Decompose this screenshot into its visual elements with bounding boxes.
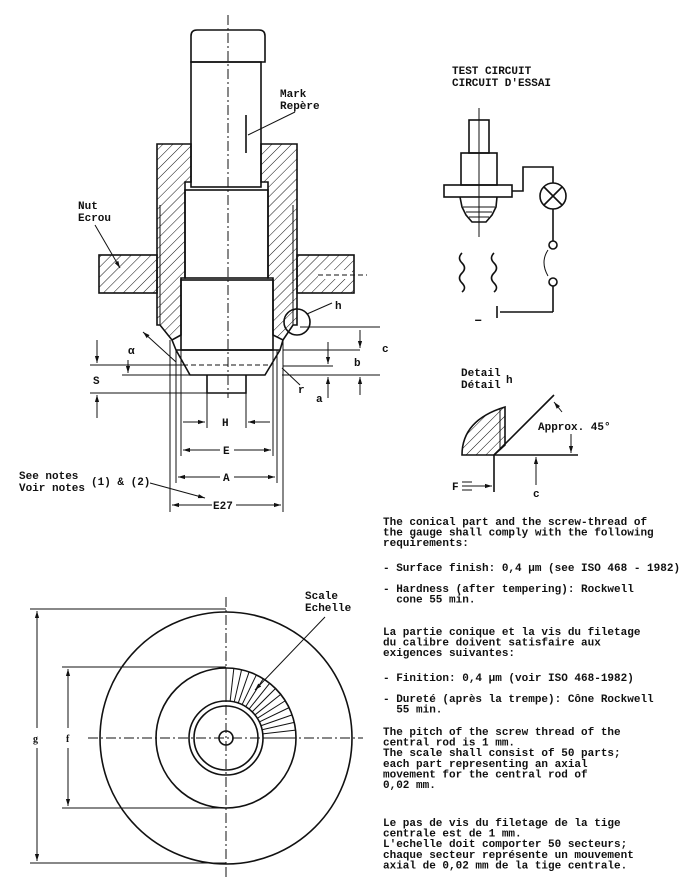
note-line: chaque secteur représente un mouvement (383, 850, 634, 862)
central-rod (190, 61, 262, 188)
note-line: 0,02 mm. (383, 780, 436, 792)
note-line: The pitch of the screw thread of the (383, 727, 621, 739)
note-line: 55 min. (383, 705, 442, 717)
note-line: central rod is 1 mm. (383, 738, 515, 750)
nut-left (98, 254, 158, 294)
lower-cylinder (180, 279, 274, 351)
scale-tick (260, 714, 293, 727)
notes: The conical part and the screw-thread of… (383, 517, 680, 872)
label-E27: E27 (213, 501, 233, 513)
detail-F: F (452, 482, 459, 494)
label-f: f (66, 734, 70, 745)
scale-tick (251, 688, 276, 713)
label-c: c (382, 344, 389, 356)
label-h: h (335, 301, 342, 313)
gauge-section-view: Mark Repère Nut Ecrou h α S b c r a H E … (19, 15, 389, 513)
note-line: L'echelle doit comporter 50 secteurs; (383, 839, 627, 851)
sleeve-left (156, 143, 192, 342)
note-line: Le pas de vis du filetage de la tige (383, 818, 621, 830)
detail-title-en: Detail (461, 368, 501, 380)
label-mark: Mark (280, 89, 307, 101)
label-scale: Scale (305, 591, 338, 603)
label-ecrou: Ecrou (78, 213, 111, 225)
detail-title-fr: Détail (461, 380, 501, 392)
label-E: E (223, 446, 230, 458)
wave-icon (458, 252, 466, 293)
note-line: cone 55 min. (383, 595, 475, 607)
scale-tick (229, 668, 235, 702)
note-line: movement for the central rod of (383, 769, 588, 781)
detail-h: Detail Détail h Approx. 45° F c (452, 368, 611, 501)
label-repere: Repère (280, 101, 320, 113)
scale-tick (233, 669, 243, 703)
scale-tick (262, 729, 296, 735)
detail-angle: Approx. 45° (538, 422, 611, 434)
detail-h-circle (283, 308, 311, 336)
test-circuit-title-fr: CIRCUIT D'ESSAI (452, 78, 551, 90)
label-A: A (223, 473, 230, 485)
scale-tick (254, 693, 282, 716)
note-line: - Dureté (après la trempe): Cône Rockwel… (383, 694, 654, 706)
scale-tick (261, 721, 295, 731)
label-echelle: Echelle (305, 603, 352, 615)
test-circuit: TEST CIRCUIT CIRCUIT D'ESSAI – (443, 66, 567, 329)
note-line: - Hardness (after tempering): Rockwell (383, 584, 634, 596)
switch-icon (543, 249, 549, 277)
note-line: the gauge shall comply with the followin… (383, 528, 654, 540)
wave-icon (490, 252, 498, 293)
label-see-notes: See notes (19, 471, 78, 483)
label-r: r (298, 385, 305, 397)
note-line: du calibre doivent satisfaire aux (383, 638, 601, 650)
note-line: The scale shall consist of 50 parts; (383, 748, 621, 760)
label-s: S (93, 376, 100, 388)
detail-ref: h (506, 375, 513, 387)
label-notes-ref: (1) & (2) (91, 477, 150, 489)
note-line: each part representing an axial (383, 759, 588, 771)
scale-tick (257, 700, 286, 719)
note-line: requirements: (383, 538, 469, 550)
scale-tick (241, 674, 257, 705)
label-voir-notes: Voir notes (19, 483, 85, 495)
label-g: g (33, 734, 38, 745)
note-line: exigences suivantes: (383, 648, 515, 660)
label-alpha: α (128, 346, 135, 358)
inner-cylinder (184, 189, 269, 279)
scale-tick (245, 678, 264, 707)
label-H: H (222, 418, 229, 430)
note-line: axial de 0,02 mm de la tige centrale. (383, 860, 627, 872)
sleeve-right (260, 143, 298, 342)
minus-terminal: – (474, 313, 482, 329)
knurled-head (190, 29, 266, 63)
note-line: The conical part and the screw-thread of (383, 517, 647, 529)
scale-tick (248, 682, 271, 710)
label-nut: Nut (78, 201, 98, 213)
scale-tick (237, 671, 250, 704)
switch-terminal (548, 240, 558, 250)
bottom-view: g f Scale Echelle (30, 591, 363, 877)
label-b: b (354, 358, 361, 370)
detail-c: c (533, 489, 540, 501)
note-line: - Finition: 0,4 µm (voir ISO 468-1982) (383, 673, 634, 685)
test-circuit-title-en: TEST CIRCUIT (452, 66, 532, 78)
note-line: La partie conique et la vis du filetage (383, 627, 641, 639)
pin (206, 375, 247, 394)
note-line: centrale est de 1 mm. (383, 829, 522, 841)
note-line: - Surface finish: 0,4 µm (see ISO 468 - … (383, 563, 680, 575)
scale-tick (259, 707, 290, 723)
label-a: a (316, 394, 323, 406)
